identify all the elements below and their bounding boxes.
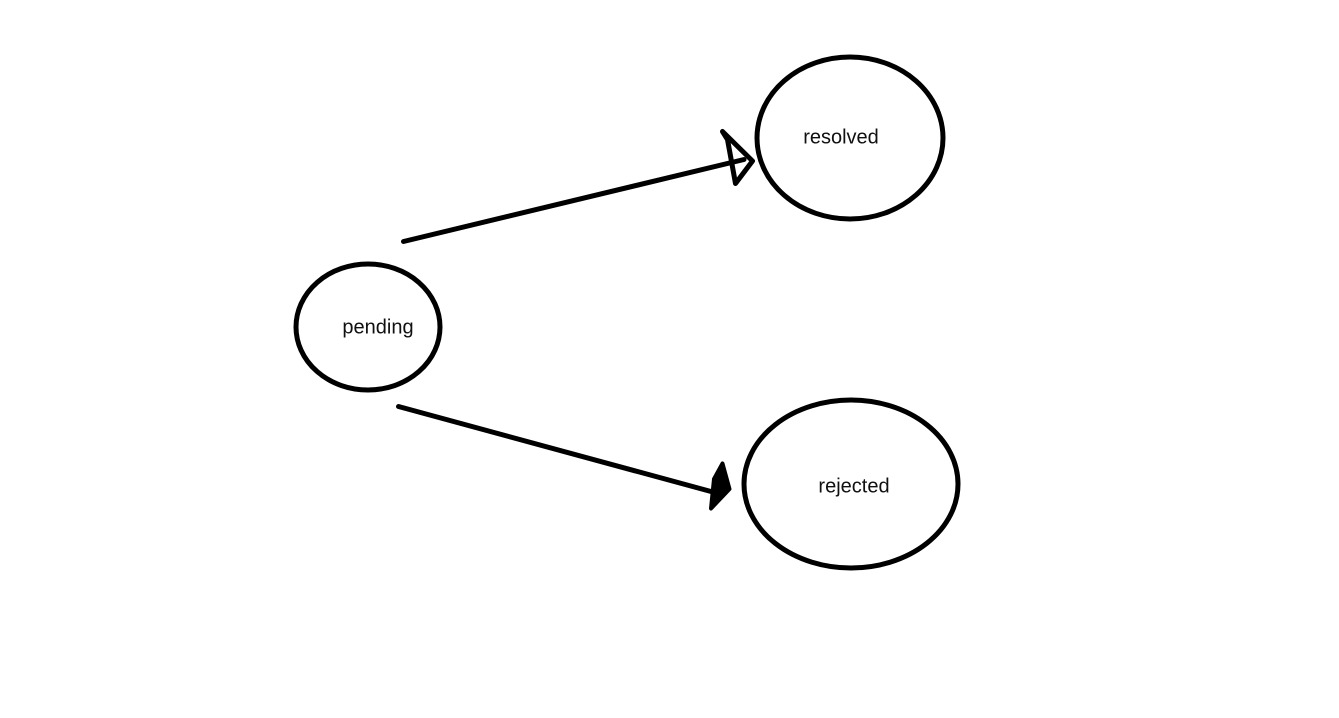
node-pending-label: pending <box>342 316 413 338</box>
node-rejected-label: rejected <box>818 475 889 497</box>
node-resolved[interactable]: resolved <box>754 54 946 222</box>
node-resolved-label: resolved <box>803 126 879 148</box>
edge-line-pending-to-resolved <box>401 157 747 244</box>
arrowhead-filled-icon <box>709 461 732 511</box>
edge-pending-to-rejected[interactable] <box>396 404 732 511</box>
node-pending[interactable]: pending <box>293 261 443 393</box>
node-rejected[interactable]: rejected <box>741 397 961 571</box>
edge-pending-to-resolved[interactable] <box>401 129 755 244</box>
edge-line-pending-to-rejected <box>396 404 725 497</box>
node-pending-shape <box>293 261 443 393</box>
arrowhead-open-icon <box>720 129 755 186</box>
node-rejected-shape <box>741 397 961 571</box>
node-resolved-shape <box>754 54 946 222</box>
